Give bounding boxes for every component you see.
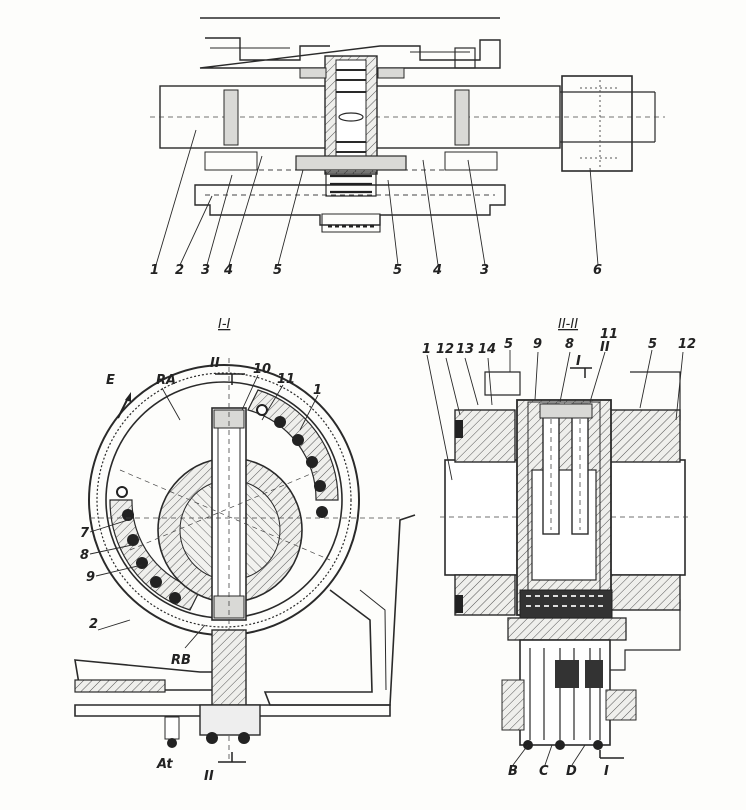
label-s2-12a: 12: [436, 342, 454, 357]
label-s1-at: At: [156, 757, 173, 772]
label-top-4: 4: [223, 263, 233, 278]
top-view: 1 2 3 4 5 5 4 3 6: [150, 17, 665, 278]
rollers: [116, 404, 328, 604]
label-top-2: 2: [175, 263, 184, 278]
section-ii-ii: II-II: [422, 317, 696, 779]
label-s2-14: 14: [478, 342, 496, 357]
label-s1-2: 2: [89, 617, 98, 632]
label-s2-c: C: [539, 764, 549, 779]
label-s2-ii: II: [600, 340, 610, 355]
label-s2-5b: 5: [648, 337, 657, 352]
label-s2-12b: 12: [678, 337, 696, 352]
label-s1-7: 7: [80, 526, 90, 541]
label-top-5b: 5: [393, 263, 402, 278]
section-i-i-title: I-I: [218, 317, 231, 332]
label-s2-11: 11: [600, 327, 618, 342]
label-s2-5a: 5: [504, 337, 513, 352]
label-s1-10: 10: [253, 362, 271, 377]
label-top-6: 6: [593, 263, 602, 278]
label-s1-ii-top: II: [210, 356, 220, 371]
label-top-5: 5: [273, 263, 282, 278]
section-ii-ii-title: II-II: [558, 317, 578, 332]
label-s2-1: 1: [422, 342, 431, 357]
label-s1-ii-bottom: II: [204, 769, 214, 784]
label-top-3: 3: [201, 263, 210, 278]
label-s1-ra: RA: [156, 373, 176, 388]
top-view-labels: 1 2 3 4 5 5 4 3 6: [150, 263, 602, 278]
label-top-3b: 3: [480, 263, 489, 278]
label-s2-8: 8: [565, 337, 574, 352]
label-s1-rb: RB: [171, 653, 191, 668]
label-s2-9: 9: [533, 337, 542, 352]
label-top-4b: 4: [432, 263, 442, 278]
label-top-1: 1: [150, 263, 159, 278]
section-i-i: I-I: [74, 317, 416, 784]
label-s1-8: 8: [80, 548, 89, 563]
label-s2-i-bottom: I: [604, 764, 609, 779]
label-s1-e: E: [106, 373, 115, 388]
label-s2-13: 13: [456, 342, 474, 357]
label-s2-i-top: I: [576, 354, 581, 369]
label-s1-1: 1: [313, 383, 322, 398]
label-s2-b: B: [508, 764, 518, 779]
section-i-i-labels: II 10 11 1 E RA 7 8 9 2 RB At II: [80, 356, 322, 784]
section-ii-ii-labels: 1 12 13 14 5 9 8 11 II 5 12 I B C D I: [422, 327, 696, 779]
label-s1-9: 9: [86, 570, 95, 585]
label-s2-d: D: [566, 764, 577, 779]
label-s1-11: 11: [277, 372, 295, 387]
